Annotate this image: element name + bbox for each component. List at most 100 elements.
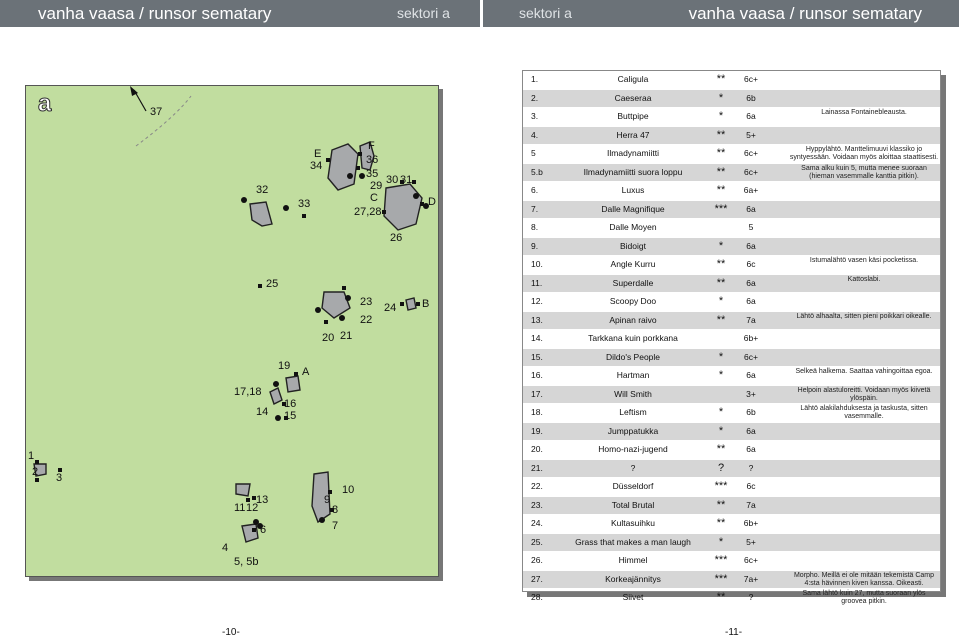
route-name: Siivet (622, 592, 644, 602)
left-page-header: vanha vaasa / runsor sematary sektori a (0, 0, 480, 27)
route-name: Tarkkana kuin porkkana (588, 333, 678, 343)
route-note: Istumalähtö vasen käsi pocketissa. (809, 257, 919, 264)
route-grade: 6c (746, 481, 756, 491)
map-label: A (302, 366, 310, 378)
route-note: Helpoin alastuloreitti. Voidaan myös kii… (797, 386, 931, 402)
boulder-17 (269, 387, 283, 405)
boulder-23 (321, 291, 351, 319)
route-stars: ** (716, 128, 726, 141)
map-label: 7 (332, 520, 339, 532)
sector-map: a 37 E F 34 36 35 29 30 31 32 C 33 27,28… (25, 85, 439, 577)
right-header-sector: sektori a (519, 5, 572, 21)
route-name: Luxus (621, 185, 645, 195)
route-name: Himmel (618, 555, 648, 565)
route-name: Angle Kurru (610, 259, 656, 269)
route-row: 25.Grass that makes a man laugh*5+ (523, 533, 940, 551)
route-note: Kattoslabi. (847, 275, 881, 283)
boulder-32 (249, 201, 273, 227)
route-note: Selkeä halkema. Saattaa vahingoittaa ego… (795, 368, 933, 375)
route-number: 27. (531, 573, 543, 584)
route-row: 7.Dalle Magnifique***6a (523, 200, 940, 218)
route-grade: 6a (746, 277, 756, 288)
route-number: 2. (531, 92, 539, 103)
route-stars: *** (714, 480, 728, 492)
map-drawing (33, 86, 429, 543)
route-stars: *** (714, 202, 728, 215)
route-stars: ** (716, 517, 726, 529)
route-number: 20. (531, 444, 543, 454)
route-row: 22. Düsseldorf *** 6c (523, 478, 940, 496)
route-grade: 5+ (746, 129, 756, 140)
route-grade: 5+ (746, 536, 756, 547)
route-row: 11.Superdalle**6a (523, 274, 940, 292)
route-number: 23. (531, 499, 543, 510)
map-label: 35 (366, 168, 379, 180)
route-grade: 7a+ (743, 573, 759, 584)
route-name: Düsseldorf (612, 481, 654, 491)
route-row: 24.Kultasuihku**6b+ (523, 515, 940, 533)
boulder-11 (235, 483, 251, 497)
route-name: Homo-nazi-jugend (598, 444, 668, 454)
route-number: 22. (531, 481, 543, 491)
route-grade: 6a (746, 111, 756, 121)
boulder-1 (33, 463, 47, 477)
route-grade: 7a (746, 499, 756, 510)
route-row: 21.??? (523, 459, 940, 477)
map-label: C (370, 192, 378, 204)
route-grade: 7a (746, 314, 756, 325)
route-stars: ** (716, 258, 726, 270)
route-name: Will Smith (614, 388, 652, 399)
map-label: 14 (256, 406, 269, 418)
route-stars: * (718, 295, 724, 307)
route-stars: * (718, 239, 724, 252)
left-header-sector: sektori a (397, 5, 450, 21)
map-label: 20 (322, 332, 335, 344)
route-number: 26. (531, 555, 543, 565)
route-note: Lainassa Fontainebleausta. (821, 109, 907, 116)
route-row: 14. Tarkkana kuin porkkana 6b+ (523, 330, 940, 348)
route-grade: 6b+ (743, 333, 759, 343)
route-grade: 6c+ (744, 148, 758, 158)
map-label: 16 (284, 398, 297, 410)
map-label: 11 (234, 502, 246, 514)
route-number: 16. (531, 370, 543, 380)
route-name: ? (630, 462, 636, 473)
route-number: 24. (531, 518, 543, 528)
route-row: 23.Total Brutal**7a (523, 496, 940, 514)
left-header-title: vanha vaasa / runsor sematary (38, 4, 272, 23)
route-row: 6.Luxus**6a+ (523, 182, 940, 200)
route-stars: ** (716, 184, 726, 196)
route-number: 14. (531, 333, 543, 343)
route-row: 13.Apinan raivo**7a (523, 311, 940, 329)
route-grade: 6c+ (744, 74, 758, 84)
map-label: 34 (310, 160, 323, 172)
route-name: Korkeajännitys (605, 573, 661, 584)
route-stars: * (718, 350, 724, 363)
route-name: Hartman (616, 370, 650, 380)
route-grade: 6b (746, 92, 756, 103)
route-stars: ** (716, 498, 726, 511)
route-row: 1.Caligula**6c+ (523, 71, 940, 89)
route-row: 16.Hartman*6a (523, 367, 940, 385)
route-row: 15.Dildo's People*6c+ (523, 348, 940, 366)
route-note: Morpho. Meillä ei ole mitään tekemistä C… (793, 571, 935, 587)
route-stars: ** (716, 73, 726, 85)
route-grade: ? (748, 462, 754, 473)
map-label: 26 (390, 232, 403, 244)
route-note: Hyppylähtö. Manttelimuuvi klassiko jo sy… (789, 146, 939, 161)
map-label: 5, 5b (234, 556, 259, 568)
route-number: 5 (531, 148, 536, 158)
route-number: 17. (531, 388, 543, 399)
route-name: Leftism (619, 407, 647, 417)
route-name: Jumppatukka (607, 425, 659, 436)
route-name: Caligula (617, 74, 649, 84)
route-name: Caeseraa (614, 92, 652, 103)
route-grade: 6a (746, 425, 756, 436)
map-label: 10 (342, 484, 355, 496)
route-grade: 6a (746, 370, 756, 380)
route-stars: * (718, 535, 724, 548)
right-page-number: -11- (725, 627, 743, 638)
